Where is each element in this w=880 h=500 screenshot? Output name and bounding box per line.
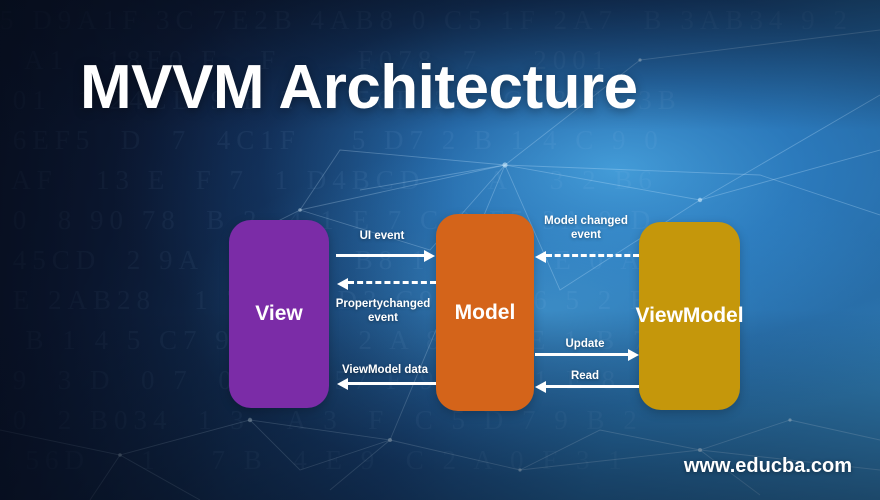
- arrowhead-right-icon: [424, 249, 435, 262]
- arrow-update: [535, 348, 639, 361]
- arrow-label-read: Read: [570, 370, 600, 382]
- arrow-label-propertychanged-event: Propertychanged event: [335, 298, 431, 324]
- diagram-node-model[interactable]: Model: [436, 214, 534, 411]
- diagram-node-viewmodel[interactable]: ViewModel: [635, 222, 744, 410]
- arrow-label-update: Update: [565, 338, 605, 350]
- arrow-read: [535, 380, 639, 393]
- arrowhead-left-icon: [535, 251, 546, 263]
- site-url-footer: www.educba.com: [683, 455, 852, 477]
- arrow-viewmodel-data: [337, 377, 436, 390]
- arrowhead-left-icon: [535, 380, 546, 393]
- arrow-label-viewmodel-data: ViewModel data: [341, 364, 429, 376]
- diagram-node-view[interactable]: View: [229, 220, 329, 408]
- page-title: MVVM Architecture: [80, 53, 638, 122]
- arrow-ui-event: [336, 249, 435, 262]
- diagram-node-model-label: Model: [454, 300, 516, 324]
- arrowhead-left-icon: [337, 278, 348, 290]
- arrow-label-ui-event: UI event: [359, 230, 405, 242]
- arrowhead-left-icon: [337, 377, 348, 390]
- diagram-node-viewmodel-label: ViewModel: [635, 304, 744, 327]
- diagram-node-view-label: View: [255, 302, 303, 325]
- arrow-propertychanged-event: [337, 278, 436, 290]
- arrow-model-changed-event: [535, 251, 639, 263]
- arrowhead-right-icon: [628, 348, 639, 361]
- arrow-label-model-changed-event: Model changed event: [544, 215, 628, 241]
